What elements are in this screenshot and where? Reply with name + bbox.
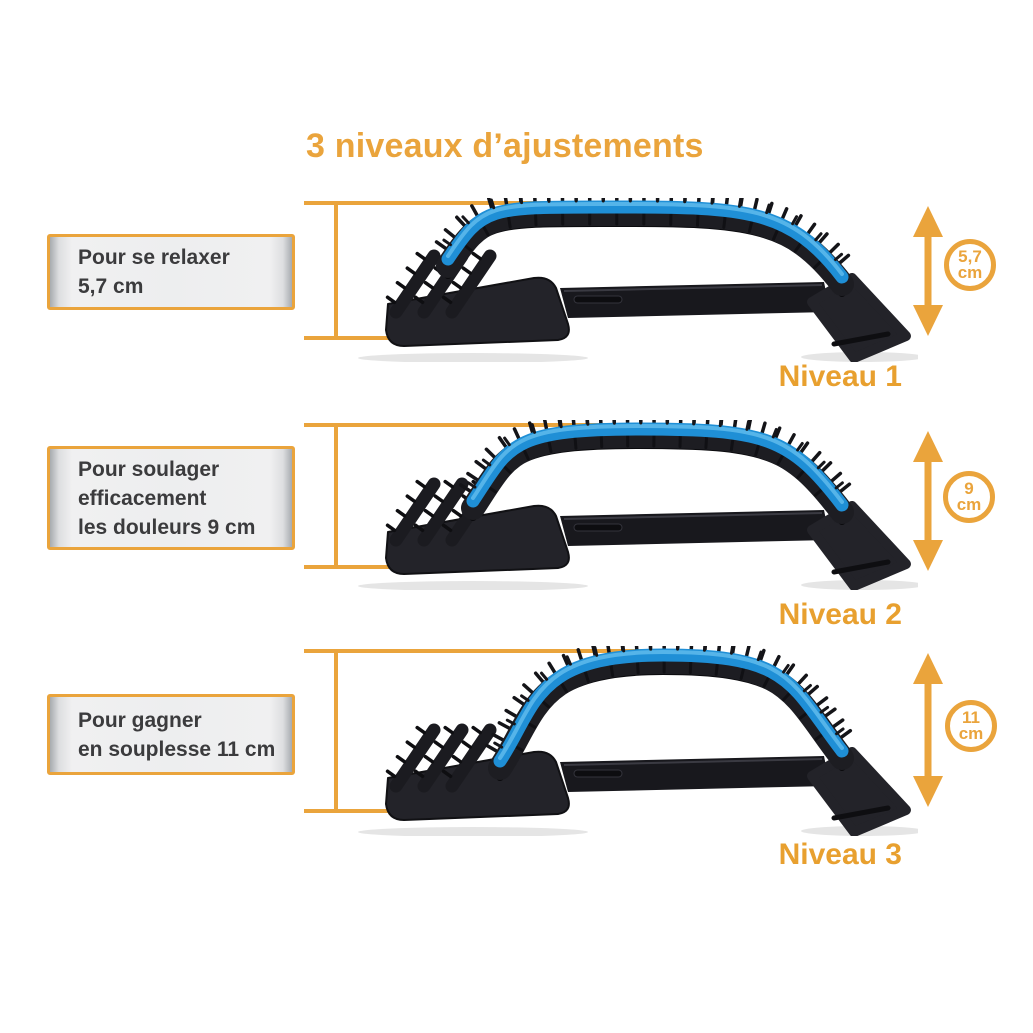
level-3-description-box: Pour gagner en souplesse 11 cm (47, 694, 295, 775)
level-1-badge-value: 5,7 (958, 247, 982, 266)
level-1-description: Pour se relaxer 5,7 cm (78, 246, 230, 298)
level-2-description-box: Pour soulager efficacement les douleurs … (47, 446, 295, 550)
level-3-badge-unit: cm (958, 724, 984, 743)
level-3-bracket-top-line (304, 649, 692, 653)
level-1-measure-arrow-icon (906, 205, 950, 337)
level-2-badge-unit: cm (956, 495, 982, 514)
level-3-badge-value: 11 (962, 708, 980, 727)
level-2-measure-arrow-icon (906, 430, 950, 572)
level-2-bracket-bottom-line (304, 565, 416, 569)
level-2-description: Pour soulager efficacement les douleurs … (78, 457, 256, 539)
level-2-label: Niveau 2 (778, 598, 902, 631)
page-title: 3 niveaux d’ajustements (306, 127, 704, 165)
product-image-level-3 (238, 646, 918, 836)
level-1-bracket-bottom-line (304, 336, 416, 340)
level-1-bracket-top-line (304, 201, 660, 205)
level-1-bracket-vertical-line (334, 201, 338, 340)
level-3-bracket-bottom-line (304, 809, 416, 813)
level-3-measurement-badge: 11 cm (945, 700, 997, 752)
level-1-badge-unit: cm (957, 263, 983, 282)
level-3-description: Pour gagner en souplesse 11 cm (78, 708, 276, 761)
level-2-bracket-top-line (304, 423, 670, 427)
level-2-bracket-vertical-line (334, 423, 338, 569)
level-3-measure-arrow-icon (906, 652, 950, 808)
level-1-description-box: Pour se relaxer 5,7 cm (47, 234, 295, 310)
level-3-bracket-vertical-line (334, 649, 338, 813)
level-1-label: Niveau 1 (778, 360, 902, 393)
level-3-label: Niveau 3 (778, 838, 902, 871)
level-2-badge-value: 9 (964, 479, 974, 498)
level-2-measurement-badge: 9 cm (943, 471, 995, 523)
product-image-level-1 (238, 198, 918, 362)
product-image-level-2 (238, 420, 918, 590)
level-1-measurement-badge: 5,7 cm (944, 239, 996, 291)
